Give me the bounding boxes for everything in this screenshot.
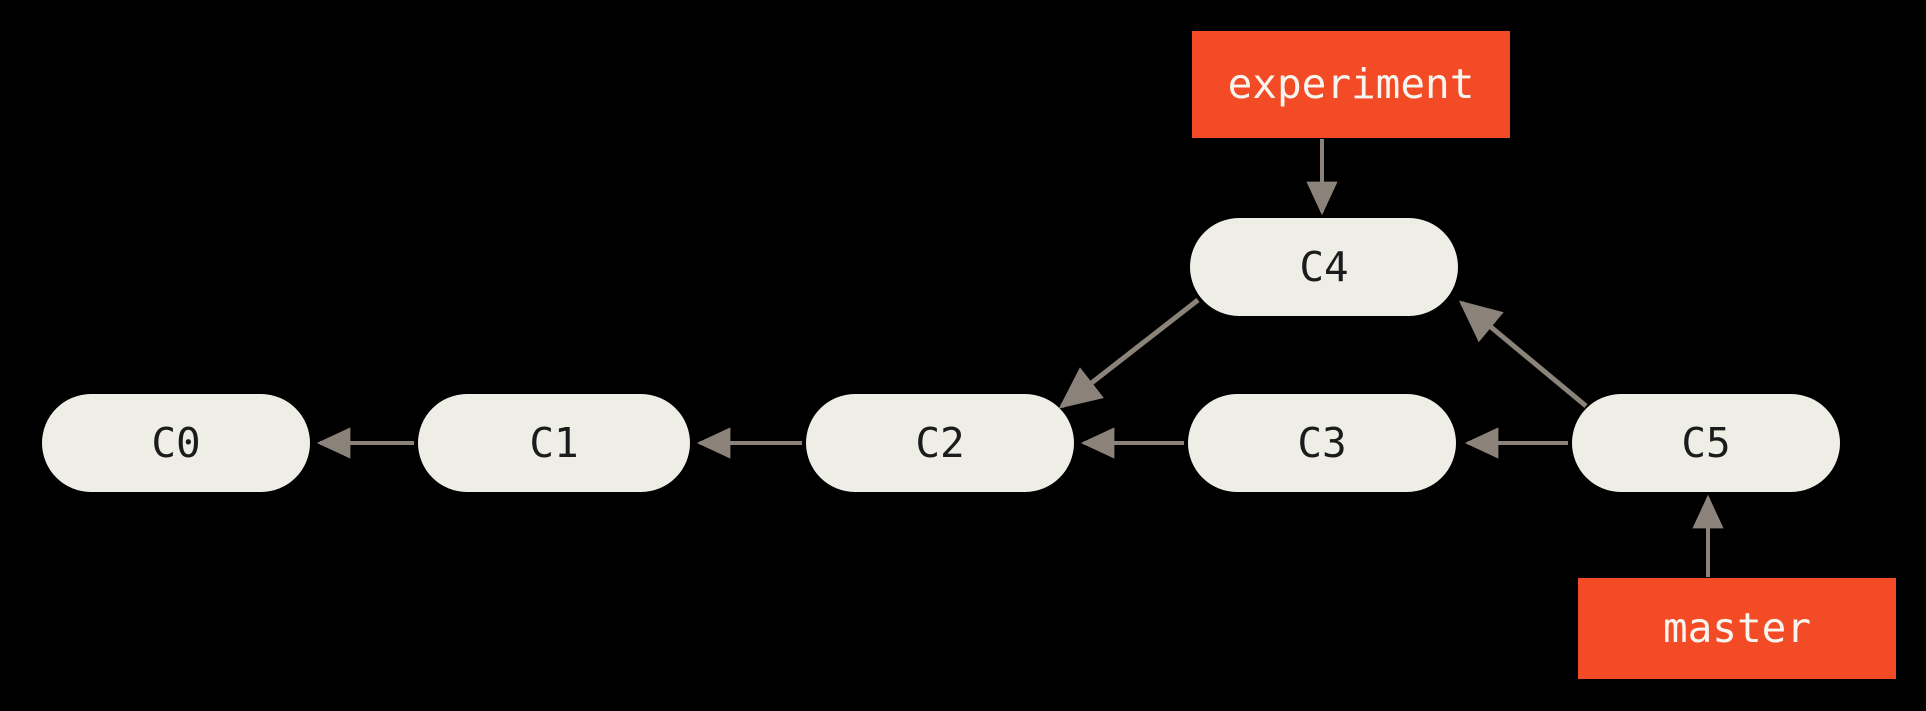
edge-c4-to-c2 xyxy=(1058,298,1200,409)
branch-node-master[interactable]: master xyxy=(1578,578,1896,679)
commit-label-c1: C1 xyxy=(529,418,579,467)
commit-label-c0: C0 xyxy=(151,418,201,467)
commit-node-c5[interactable]: C5 xyxy=(1572,394,1840,492)
commit-label-c2: C2 xyxy=(915,418,965,467)
commit-node-c3[interactable]: C3 xyxy=(1188,394,1456,492)
commit-node-c1[interactable]: C1 xyxy=(418,394,690,492)
commit-label-c3: C3 xyxy=(1297,418,1347,467)
commit-node-c4[interactable]: C4 xyxy=(1190,218,1458,316)
commit-node-c0[interactable]: C0 xyxy=(42,394,310,492)
edge-c5-to-c4 xyxy=(1458,300,1588,408)
branch-label-experiment: experiment xyxy=(1227,60,1475,108)
branch-node-experiment[interactable]: experiment xyxy=(1192,31,1510,138)
branch-label-master: master xyxy=(1662,604,1812,652)
commit-label-c4: C4 xyxy=(1299,242,1349,291)
commit-label-c5: C5 xyxy=(1681,418,1731,467)
commit-node-c2[interactable]: C2 xyxy=(806,394,1074,492)
